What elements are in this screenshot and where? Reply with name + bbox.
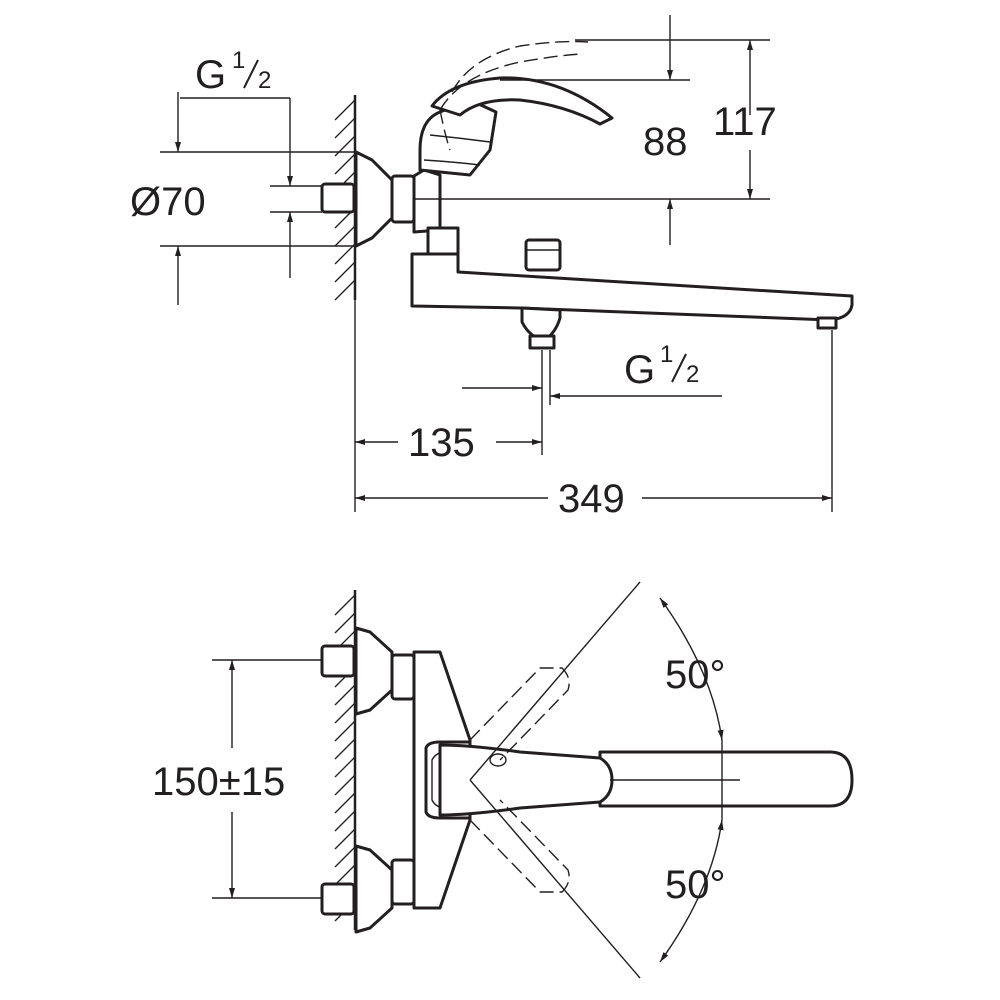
height-dimensions: 88 117 bbox=[414, 15, 777, 245]
center-distance-dimension: 150±15 bbox=[152, 659, 322, 899]
inlet-thread-dimension: G 1 2 bbox=[180, 47, 322, 278]
mixer-body bbox=[412, 98, 498, 256]
dim-center-distance: 150±15 bbox=[152, 760, 285, 804]
dim-117: 117 bbox=[713, 100, 777, 144]
inlet-thread-den: 2 bbox=[258, 67, 271, 94]
wall-top bbox=[334, 590, 357, 930]
top-view: 50° 50° 150±15 bbox=[152, 581, 854, 979]
outlet-thread-den: 2 bbox=[686, 361, 699, 388]
lever-swivel-dashed bbox=[469, 667, 570, 893]
lever-dashed bbox=[439, 40, 589, 151]
angle-lower-label: 50° bbox=[665, 863, 726, 907]
outlet-thread-dimension: G 1 2 bbox=[462, 341, 722, 399]
angle-arcs bbox=[659, 597, 724, 963]
dim-135: 135 bbox=[408, 421, 475, 465]
inlet-connector bbox=[320, 150, 416, 248]
upper-connector bbox=[320, 626, 416, 716]
inlet-thread-label: G bbox=[195, 53, 226, 97]
dim-349: 349 bbox=[558, 477, 625, 521]
diameter-label: Ø70 bbox=[130, 180, 206, 224]
spout-top bbox=[438, 743, 854, 817]
outlet-thread-num: 1 bbox=[660, 341, 673, 368]
dim-135-group: 135 bbox=[355, 421, 542, 465]
lower-connector bbox=[320, 844, 416, 934]
angle-upper-label: 50° bbox=[665, 653, 726, 697]
spout-side bbox=[410, 238, 854, 350]
inlet-thread-num: 1 bbox=[232, 47, 245, 74]
diameter-dimension: Ø70 bbox=[130, 92, 355, 305]
dim-88: 88 bbox=[643, 120, 688, 164]
outlet-thread-label: G bbox=[624, 348, 655, 392]
lever-side bbox=[430, 76, 614, 126]
dim-349-group: 349 bbox=[355, 477, 832, 521]
side-view: Ø70 G 1 2 88 117 bbox=[130, 15, 854, 521]
